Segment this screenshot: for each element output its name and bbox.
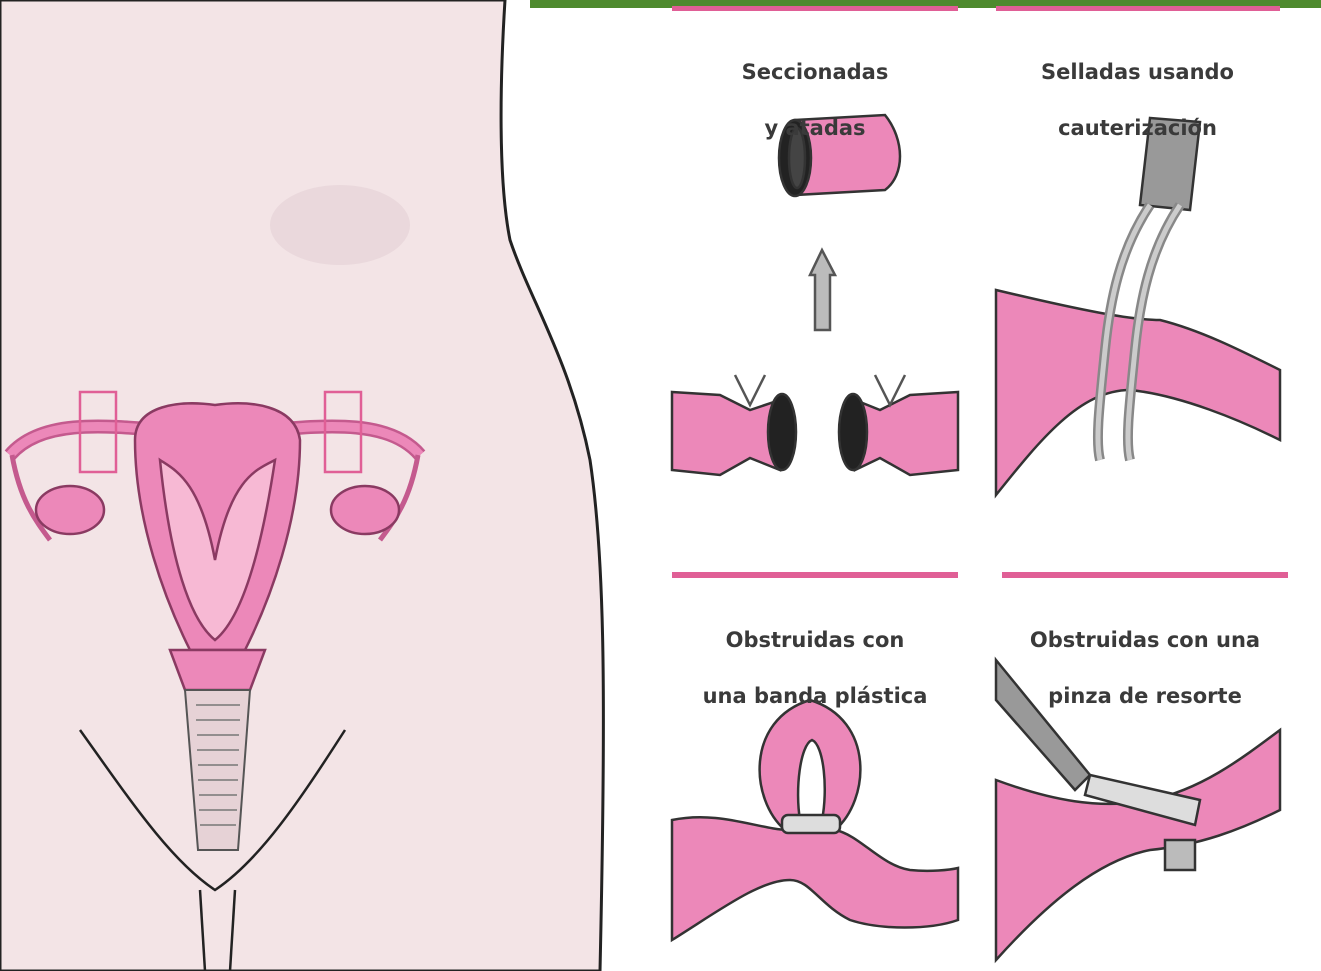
panel-label-cauterization: Selladas usando cauterización <box>1000 30 1275 170</box>
panel-label-spring-clip: Obstruidas con una pinza de resorte <box>1005 598 1285 738</box>
panel-label-plastic-band: Obstruidas con una banda plástica <box>680 598 950 738</box>
divider-bottom-right <box>1002 572 1288 578</box>
panel-label-line: una banda plástica <box>680 682 950 710</box>
cauterization-illustration <box>996 118 1280 495</box>
panel-label-line: Seccionadas <box>690 58 940 86</box>
panel-label-line: Obstruidas con <box>680 626 950 654</box>
panel-label-line: pinza de resorte <box>1005 682 1285 710</box>
body-silhouette <box>0 0 603 971</box>
panel-label-line: Selladas usando <box>1000 58 1275 86</box>
panel-label-line: Obstruidas con una <box>1005 626 1285 654</box>
top-pink-bar-left <box>672 6 958 11</box>
panel-label-line: y atadas <box>690 114 940 142</box>
panel-label-cut-tied: Seccionadas y atadas <box>690 30 940 170</box>
divider-bottom-left <box>672 572 958 578</box>
panel-label-line: cauterización <box>1000 114 1275 142</box>
top-pink-bar-right <box>996 6 1280 11</box>
